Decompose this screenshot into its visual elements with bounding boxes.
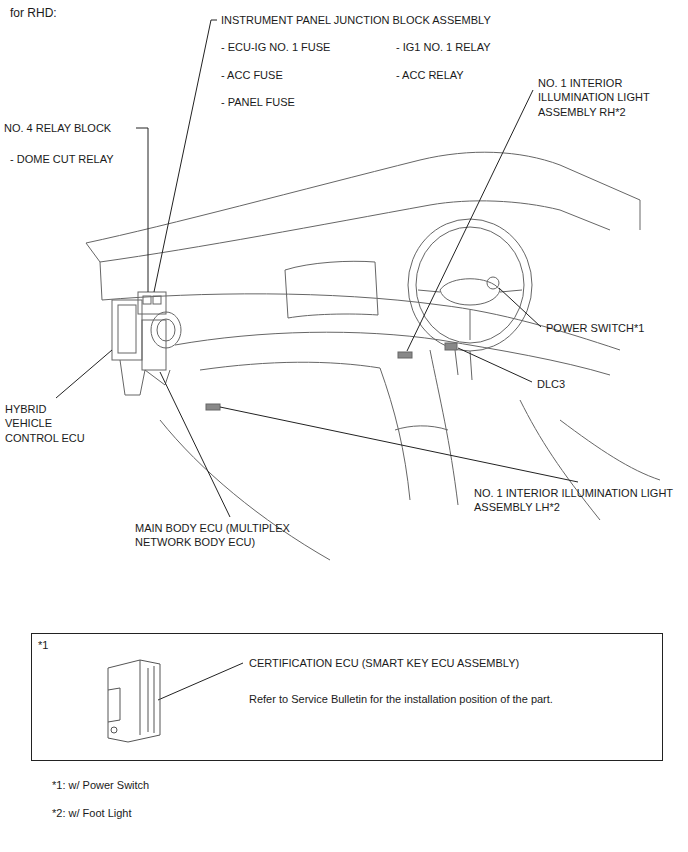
ecu-bolt [111,727,117,733]
leader-line [158,663,243,700]
floor-right [560,420,660,480]
bracket [120,360,145,395]
part-name: CERTIFICATION ECU (SMART KEY ECU ASSEMBL… [249,656,519,670]
steering-hub [440,279,500,305]
relay [143,296,151,304]
main-body-ecu [142,320,166,370]
steering-spokes [418,290,522,340]
part-name: MAIN BODY ECU (MULTIPLEX NETWORK BODY EC… [135,521,313,550]
part-name: INSTRUMENT PANEL JUNCTION BLOCK ASSEMBLY [221,13,491,27]
relay [153,296,161,304]
part-item: - DOME CUT RELAY [10,152,114,166]
part-item: - ACC FUSE [221,68,283,82]
wire-harness [145,370,170,385]
dash-lower [175,332,610,375]
ecu-connector [140,660,154,735]
leader-lines [56,20,578,700]
dash-top-edge [86,205,430,262]
leader-line [136,128,148,292]
ecu-bracket [108,688,120,722]
a-pillar [560,165,640,230]
console-shift [395,426,448,430]
part-name: POWER SWITCH*1 [546,321,644,335]
part-item: - IG1 NO. 1 RELAY [396,40,491,54]
certification-ecu-icon [108,660,160,742]
leader-line [499,288,541,327]
dash-face [100,262,620,350]
console-right [430,350,458,505]
part-name: DLC3 [537,377,565,391]
part-item: - ECU-IG NO. 1 FUSE [221,40,330,54]
leader-line [154,20,217,292]
leader-line [458,348,532,382]
note-box: *1CERTIFICATION ECU (SMART KEY ECU ASSEM… [31,633,663,761]
steering-column [455,350,472,380]
note-text: Refer to Service Bulletin for the instal… [249,692,649,706]
ecu-body [108,660,160,742]
steering-wheel [408,219,532,351]
part-name: NO. 4 RELAY BLOCK [4,121,111,135]
leader-line [407,90,533,351]
leader-line [160,372,230,517]
footnote: *2: w/ Foot Light [52,806,132,820]
callout-number: *1 [38,638,48,652]
hv-ecu-inner [118,305,136,353]
part-name: NO. 1 INTERIOR ILLUMINATION LIGHT ASSEMB… [538,76,678,119]
dash-lower-edge [200,362,380,370]
illumination-light-lh [206,404,220,410]
illumination-light-rh [398,352,412,358]
dlc3-connector [445,343,457,350]
region-heading: for RHD: [10,6,57,22]
part-name: NO. 1 INTERIOR ILLUMINATION LIGHT ASSEMB… [474,486,679,515]
part-item: - ACC RELAY [396,68,464,82]
leader-line [56,350,112,398]
dash-top [86,152,560,243]
dash-top-right [430,201,610,230]
part-item: - PANEL FUSE [221,95,295,109]
footnote: *1: w/ Power Switch [52,778,149,792]
console-left [380,368,410,500]
glovebox [285,261,378,318]
leader-line [220,407,578,482]
steering-wheel-inner [416,227,524,343]
part-name: HYBRID VEHICLE CONTROL ECU [5,402,89,445]
power-switch-symbol [487,277,499,289]
junction-block [138,292,166,314]
